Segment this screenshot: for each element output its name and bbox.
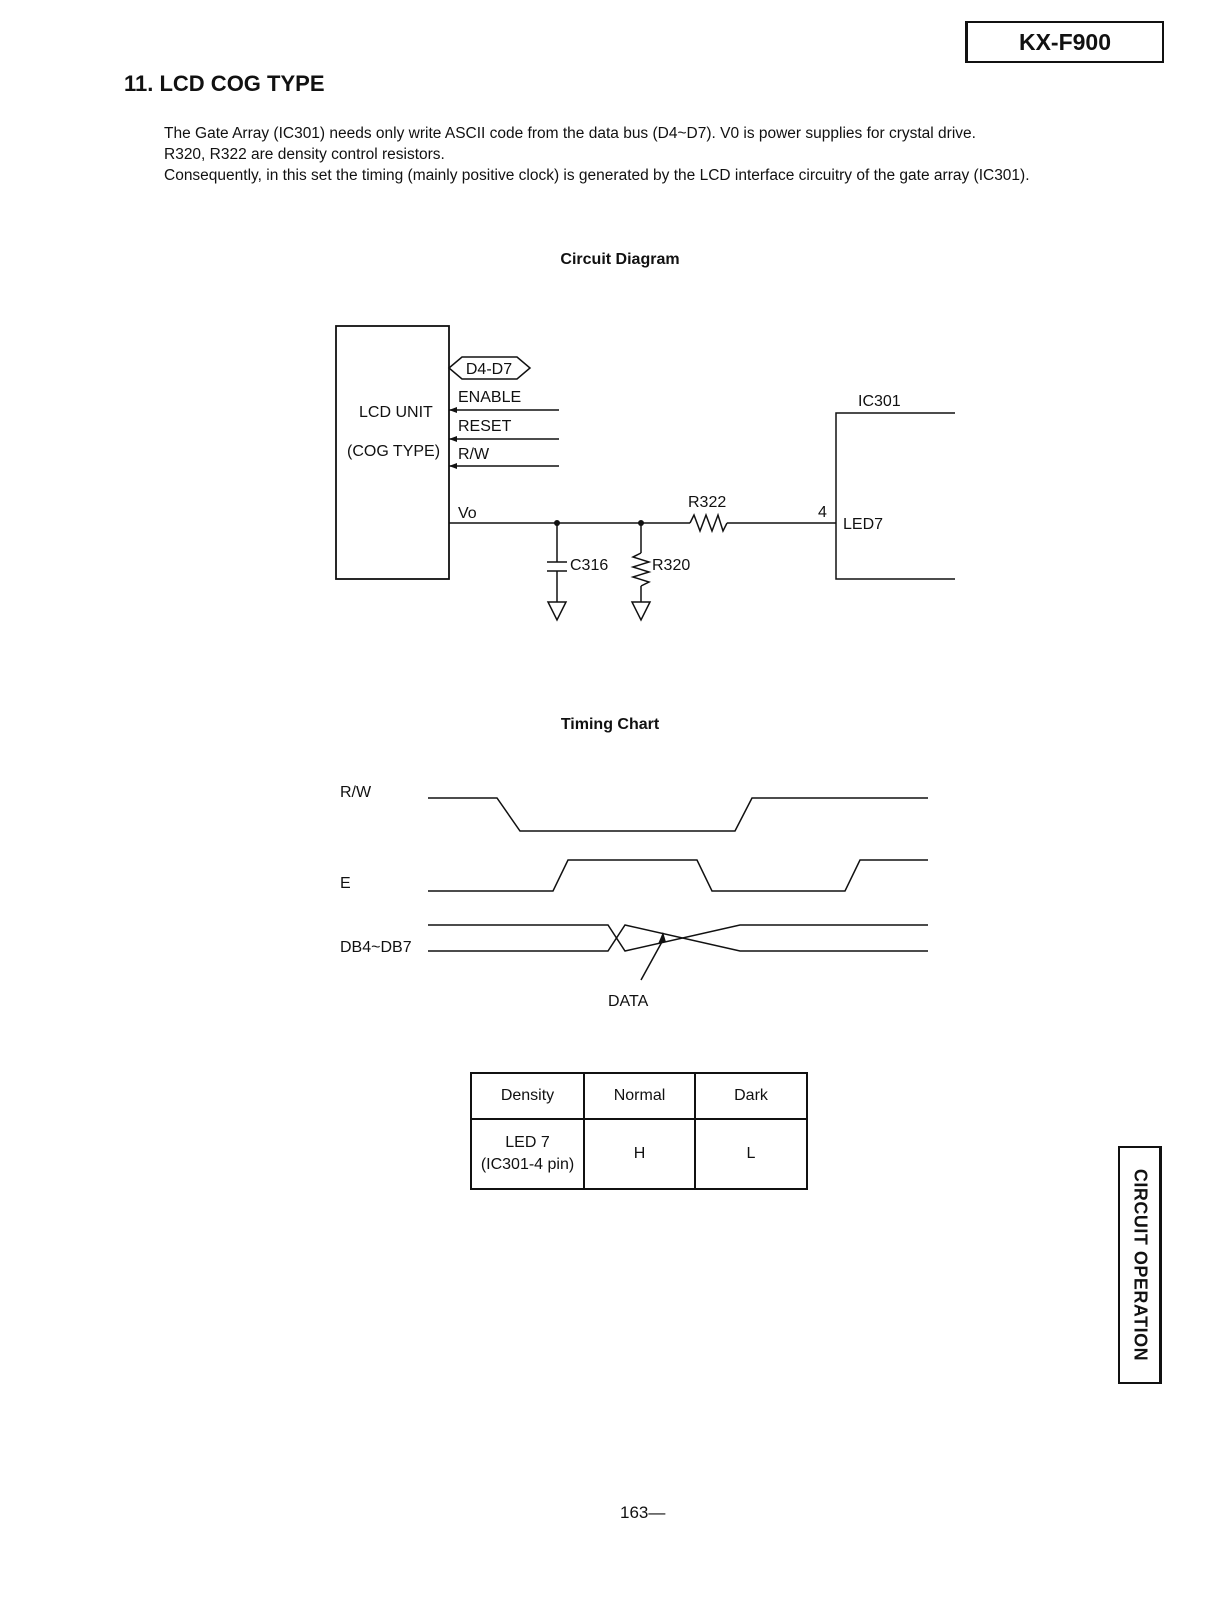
- ground-symbol-r320: [630, 601, 652, 622]
- page-number: 163—: [620, 1503, 666, 1522]
- ic301-box: [835, 412, 955, 580]
- header-dark: Dark: [694, 1072, 808, 1120]
- circuit-diagram: LCD UNIT (COG TYPE) D4-D7 ENABLE RESET R…: [335, 325, 955, 622]
- model-number: KX-F900: [1018, 28, 1112, 55]
- row-label-line-1: LED 7: [505, 1134, 550, 1151]
- db-signal-label: DB4~DB7: [340, 939, 412, 956]
- data-pointer-arrowhead: [658, 932, 666, 944]
- junction-c316: [554, 520, 560, 526]
- enable-label: ENABLE: [458, 389, 521, 406]
- r320-resistor: [630, 552, 652, 587]
- timing-chart: R/W E DB4~DB7 DATA: [340, 784, 928, 1010]
- ic301-label: IC301: [858, 393, 901, 410]
- circuit-diagram-caption: Circuit Diagram: [560, 251, 680, 268]
- junction-r320: [638, 520, 644, 526]
- led7-label: LED7: [843, 516, 883, 533]
- density-table: Density Normal Dark LED 7 (IC301-4 pin) …: [470, 1072, 808, 1190]
- db-waveform-bottom: [428, 924, 928, 952]
- ground-symbol-c316: [546, 601, 568, 622]
- vo-label: Vo: [458, 505, 477, 522]
- intro-paragraph-2: R320, R322 are density control resistors…: [164, 146, 445, 163]
- header-normal: Normal: [583, 1072, 696, 1120]
- normal-value: H: [583, 1118, 696, 1190]
- intro-paragraph-1: The Gate Array (IC301) needs only write …: [164, 125, 976, 142]
- pin-number: 4: [818, 504, 827, 521]
- table-row: LED 7 (IC301-4 pin) H L: [470, 1118, 808, 1190]
- model-number-box: KX-F900: [965, 21, 1164, 63]
- table-header-row: Density Normal Dark: [470, 1072, 808, 1120]
- e-waveform: [428, 859, 928, 892]
- r320-label: R320: [652, 557, 690, 574]
- cog-type-label: (COG TYPE): [347, 443, 440, 460]
- rw-waveform: [428, 797, 928, 832]
- reset-label: RESET: [458, 418, 512, 435]
- side-tab-label: CIRCUIT OPERATION: [1130, 1168, 1150, 1362]
- rw-label: R/W: [458, 446, 490, 463]
- dark-value: L: [694, 1118, 808, 1190]
- r322-resistor: [689, 512, 728, 534]
- data-bus-symbol: [447, 356, 532, 380]
- row-label-cell: LED 7 (IC301-4 pin): [470, 1118, 585, 1190]
- data-label: DATA: [608, 993, 649, 1010]
- timing-chart-caption: Timing Chart: [560, 716, 660, 733]
- rw-signal-label: R/W: [340, 784, 372, 801]
- section-side-tab: CIRCUIT OPERATION: [1118, 1146, 1162, 1384]
- r322-label: R322: [688, 494, 726, 511]
- data-pointer-line: [640, 939, 664, 981]
- section-title: 11. LCD COG TYPE: [124, 71, 325, 96]
- intro-text: The Gate Array (IC301) needs only write …: [164, 123, 1124, 186]
- c316-label: C316: [570, 557, 608, 574]
- bus-label: D4-D7: [466, 361, 512, 378]
- lcd-unit-box: [335, 325, 450, 580]
- db-waveform-top: [428, 924, 928, 952]
- e-signal-label: E: [340, 875, 351, 892]
- row-label-line-2: (IC301-4 pin): [480, 1156, 575, 1173]
- lcd-unit-label: LCD UNIT: [359, 404, 433, 421]
- header-density: Density: [470, 1072, 585, 1120]
- intro-paragraph-3: Consequently, in this set the timing (ma…: [164, 167, 1030, 184]
